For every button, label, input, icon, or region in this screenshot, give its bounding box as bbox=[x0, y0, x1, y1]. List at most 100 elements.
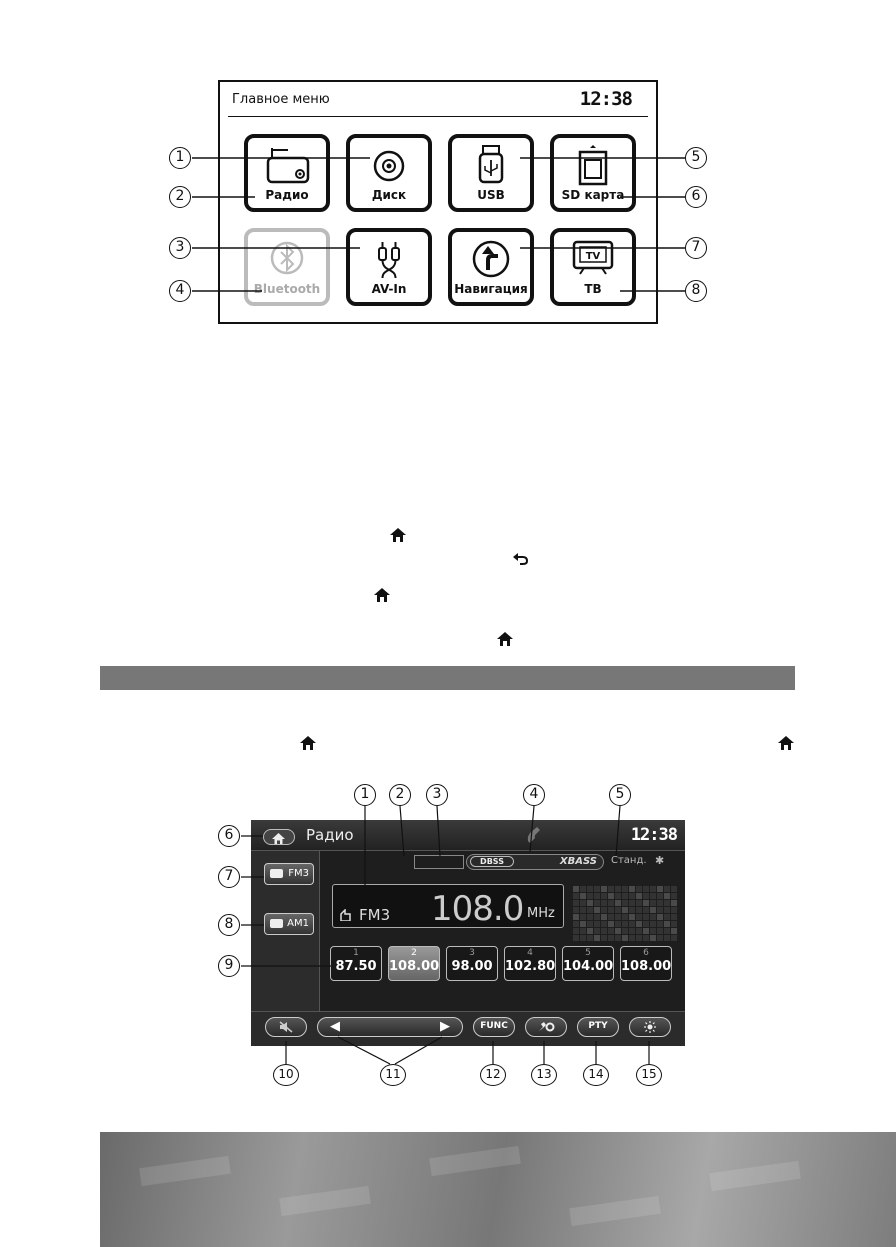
decorative-footer-image bbox=[100, 1132, 896, 1247]
svg-text:TV: TV bbox=[586, 251, 601, 262]
radio-title: Радио bbox=[306, 826, 354, 844]
callout-radio-3: 3 bbox=[426, 784, 448, 806]
preset-3-frequency: 98.00 bbox=[451, 959, 493, 974]
spectrum-cell bbox=[629, 907, 635, 913]
bluetooth-icon: ✱ bbox=[655, 854, 665, 867]
spectrum-cell bbox=[615, 893, 621, 899]
spectrum-cell bbox=[615, 921, 621, 927]
spectrum-cell bbox=[622, 935, 628, 941]
settings-icon bbox=[539, 1022, 555, 1032]
xbass-label: XBASS bbox=[559, 856, 597, 867]
home-icon bbox=[497, 632, 513, 646]
tile-bluetooth: Bluetooth bbox=[244, 228, 330, 306]
spectrum-cell bbox=[650, 886, 656, 892]
av-in-icon bbox=[378, 242, 400, 279]
spectrum-cell bbox=[657, 914, 663, 920]
spectrum-cell bbox=[636, 886, 642, 892]
home-icon bbox=[272, 833, 285, 844]
callout-6: 6 bbox=[685, 186, 707, 208]
hand-icon bbox=[270, 869, 283, 878]
spectrum-cell bbox=[615, 907, 621, 913]
callout-radio-7: 7 bbox=[218, 866, 240, 888]
back-icon bbox=[513, 553, 528, 565]
mute-icon bbox=[279, 1021, 293, 1033]
tile-av-in-label: AV-In bbox=[371, 282, 407, 296]
spectrum-cell bbox=[601, 900, 607, 906]
spectrum-cell bbox=[587, 921, 593, 927]
spectrum-cell bbox=[664, 893, 670, 899]
spectrum-cell bbox=[657, 886, 663, 892]
preset-3-number: 3 bbox=[469, 948, 475, 958]
spectrum-cell bbox=[615, 900, 621, 906]
spectrum-cell bbox=[643, 893, 649, 899]
spectrum-cell bbox=[580, 907, 586, 913]
spectrum-cell bbox=[622, 886, 628, 892]
spectrum-cell bbox=[629, 928, 635, 934]
tile-sd-card-label: SD карта bbox=[561, 188, 625, 202]
preset-1-frequency: 87.50 bbox=[335, 959, 377, 974]
tv-icon: TV bbox=[572, 240, 614, 275]
tile-tv[interactable]: TV ТВ bbox=[550, 228, 636, 306]
mute-button[interactable] bbox=[265, 1017, 307, 1037]
preset-2-frequency: 108.00 bbox=[389, 959, 440, 974]
band-button-fm3[interactable]: FM3 bbox=[264, 863, 314, 885]
spectrum-cell bbox=[643, 886, 649, 892]
preset-5-frequency: 104.00 bbox=[563, 959, 614, 974]
callout-radio-13: 13 bbox=[531, 1064, 557, 1086]
spectrum-cell bbox=[608, 900, 614, 906]
seek-bar: ◀ ▶ bbox=[317, 1017, 463, 1037]
spectrum-cell bbox=[580, 886, 586, 892]
band-button-am1[interactable]: AM1 bbox=[264, 913, 314, 935]
navigation-icon bbox=[472, 240, 510, 278]
spectrum-cell bbox=[580, 921, 586, 927]
func-button[interactable]: FUNC bbox=[473, 1017, 515, 1037]
spectrum-cell bbox=[671, 914, 677, 920]
spectrum-cell bbox=[573, 921, 579, 927]
menu-callout-lines bbox=[192, 157, 685, 292]
callout-radio-14: 14 bbox=[583, 1064, 609, 1086]
tile-radio[interactable]: Радио bbox=[244, 134, 330, 212]
seek-prev-button[interactable]: ◀ bbox=[330, 1019, 340, 1034]
brightness-button[interactable] bbox=[629, 1017, 671, 1037]
spectrum-cell bbox=[601, 935, 607, 941]
preset-6-frequency: 108.00 bbox=[621, 959, 672, 974]
spectrum-cell bbox=[671, 893, 677, 899]
spectrum-cell bbox=[608, 928, 614, 934]
tile-navigation[interactable]: Навигация bbox=[448, 228, 534, 306]
tile-disc-label: Диск bbox=[371, 188, 407, 202]
callout-3: 3 bbox=[169, 237, 191, 259]
spectrum-cell bbox=[664, 886, 670, 892]
spectrum-cell bbox=[573, 935, 579, 941]
seek-next-button[interactable]: ▶ bbox=[440, 1019, 450, 1034]
spectrum-cell bbox=[664, 928, 670, 934]
main-menu-screen: Главное меню 12:38 Радио Диск USB bbox=[218, 80, 658, 324]
spectrum-cell bbox=[601, 928, 607, 934]
callout-1: 1 bbox=[169, 147, 191, 169]
settings-button[interactable] bbox=[525, 1017, 567, 1037]
callout-radio-11: 11 bbox=[380, 1064, 406, 1086]
callout-8: 8 bbox=[685, 280, 707, 302]
callout-radio-2: 2 bbox=[389, 784, 411, 806]
tile-sd-card[interactable]: SD карта bbox=[550, 134, 636, 212]
hand-icon bbox=[270, 919, 283, 928]
spectrum-cell bbox=[594, 907, 600, 913]
pty-button[interactable]: PTY bbox=[577, 1017, 619, 1037]
home-button[interactable] bbox=[263, 829, 295, 845]
tile-disc[interactable]: Диск bbox=[346, 134, 432, 212]
spectrum-cell bbox=[629, 921, 635, 927]
spectrum-cell bbox=[601, 893, 607, 899]
spectrum-cell bbox=[643, 928, 649, 934]
spectrum-cell bbox=[657, 893, 663, 899]
tile-av-in[interactable]: AV-In bbox=[346, 228, 432, 306]
tile-usb[interactable]: USB bbox=[448, 134, 534, 212]
preset-6-number: 6 bbox=[643, 948, 649, 958]
dbss-label: DBSS bbox=[470, 856, 514, 867]
spectrum-cell bbox=[601, 886, 607, 892]
preset-1-number: 1 bbox=[353, 948, 359, 958]
